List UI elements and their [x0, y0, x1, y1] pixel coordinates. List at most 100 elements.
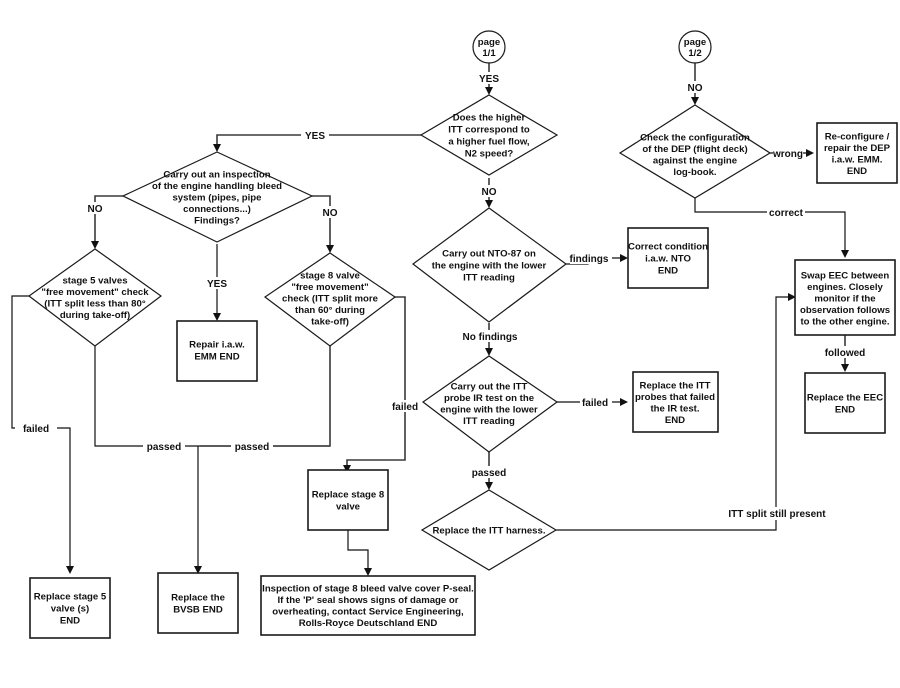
arrowhead-reconfigure [806, 149, 814, 157]
node-text: stage 5 valves"free movement" check(ITT … [41, 275, 149, 321]
action-p-seal-inspection[interactable]: Inspection of stage 8 bleed valve cover … [260, 575, 476, 636]
node-text-line: the engine with the lower [432, 261, 547, 272]
node-text-line: Inspection of stage 8 bleed valve cover … [262, 583, 474, 594]
node-text: Repair i.a.w.EMM END [189, 340, 245, 363]
label-failed-stage8: failed [392, 402, 418, 413]
node-text-line: Correct condition [628, 242, 708, 253]
node-text-line: Replace the ITT [640, 380, 711, 391]
node-text-line: check (ITT split more [282, 294, 378, 305]
node-text-line: 1/1 [482, 48, 496, 59]
node-text-line: i.a.w. EMM. [832, 154, 883, 165]
edge-stage5-failed [11, 295, 71, 570]
edge-higher-itt-yes [216, 134, 421, 148]
arrowhead-replace-probes [620, 398, 628, 406]
edge-labels: YES YES NO NO NO NO YES failed passed pa… [15, 72, 867, 520]
node-text-line: system (pipes, pipe [172, 193, 261, 204]
action-repair-emm[interactable]: Repair i.a.w.EMM END [176, 320, 258, 382]
label-no-connector: NO [688, 83, 703, 94]
node-text-line: Rolls-Royce Deutschland END [299, 618, 438, 629]
arrowhead-swap-eec [841, 250, 849, 258]
node-text-line: END [665, 415, 685, 426]
node-text-line: (ITT split less than 80° [44, 298, 146, 309]
node-text-line: Replace the EEC [807, 393, 883, 404]
arrowhead-replace-stage8 [343, 465, 351, 473]
node-text-line: EMM END [194, 352, 239, 363]
node-text-line: stage 5 valves [62, 275, 127, 286]
label-yes-left: YES [305, 131, 325, 142]
node-text-line: of the engine handling bleed [152, 181, 282, 192]
node-text-line: Check the configuration [640, 132, 750, 143]
node-text-line: 1/2 [688, 48, 701, 59]
edge-bleed-no-left [94, 195, 123, 245]
label-passed-stage5: passed [147, 442, 181, 453]
arrowhead-bvsb [194, 566, 202, 574]
label-passed-probe: passed [472, 468, 506, 479]
node-text-line: page [478, 37, 500, 48]
node-text-line: repair the DEP [824, 143, 891, 154]
node-text-line: stage 8 valve [300, 271, 360, 282]
arrowhead-dep [691, 97, 699, 105]
arrowhead-stage8 [326, 245, 334, 253]
label-no-bleed-left: NO [88, 204, 103, 215]
node-text-line: BVSB END [173, 605, 223, 616]
node-text-line: Carry out NTO-87 on [442, 249, 536, 260]
node-text-line: If the 'P' seal shows signs of damage or [277, 595, 458, 606]
node-text-line: ITT correspond to [448, 125, 530, 136]
node-text: Replace the ITT harness. [432, 526, 545, 537]
node-text-line: END [847, 166, 867, 177]
label-no-center: NO [482, 187, 497, 198]
label-no-findings: No findings [463, 332, 518, 343]
decision-stage8-check[interactable]: stage 8 valve"free movement"check (ITT s… [263, 252, 397, 347]
edge-stage8-to-pseal [347, 530, 369, 572]
label-yes-bleed: YES [207, 279, 227, 290]
node-text-line: Replace the [171, 593, 225, 604]
arrowhead-harness [485, 482, 493, 490]
decision-itt-harness[interactable]: Replace the ITT harness. [420, 489, 558, 571]
node-text-line: to the other engine. [800, 317, 889, 328]
node-text-line: engine with the lower [440, 404, 538, 415]
node-text: Inspection of stage 8 bleed valve cover … [262, 583, 474, 629]
node-text-line: monitor if the [814, 294, 875, 305]
node-text-line: probes that failed [635, 392, 715, 403]
node-text-line: N2 speed? [465, 149, 514, 160]
arrowhead-repair [213, 313, 221, 321]
decision-stage5-check[interactable]: stage 5 valves"free movement" check(ITT … [27, 248, 163, 347]
node-text-line: valve [336, 502, 360, 513]
arrowhead-replace-eec [841, 364, 849, 372]
label-passed-stage8: passed [235, 442, 269, 453]
node-text-line: connections...) [183, 204, 251, 215]
node-text-line: log-book. [673, 167, 716, 178]
label-itt-split-present: ITT split still present [728, 509, 826, 520]
arrow-heads [66, 87, 849, 576]
node-text-line: ITT reading [463, 273, 515, 284]
node-text-line: Repair i.a.w. [189, 340, 245, 351]
node-text-line: overheating, contact Service Engineering… [272, 606, 464, 617]
arrowhead-correct-nto [620, 254, 628, 262]
label-wrong: wrong [772, 149, 803, 160]
node-text-line: END [835, 405, 855, 416]
